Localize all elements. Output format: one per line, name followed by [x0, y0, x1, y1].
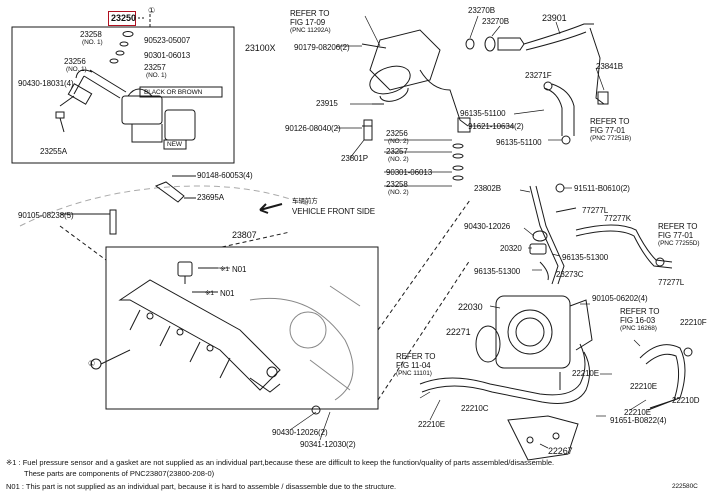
circle-note-mark: ①: [148, 6, 156, 15]
part-22210E-1-label[interactable]: 22210E: [572, 369, 599, 378]
part-90430-18031-label[interactable]: 90430-18031(4): [18, 79, 74, 88]
refer-3-line3: (PNC 77255D): [658, 240, 700, 247]
part-23841B-label[interactable]: 23841B: [596, 62, 623, 71]
part-22210E-2-label[interactable]: 22210E: [630, 382, 657, 391]
part-23258-label[interactable]: 23258: [80, 30, 102, 39]
refer-3-line1: REFER TO: [658, 222, 698, 231]
part-23802B-label[interactable]: 23802B: [474, 184, 501, 193]
part-90301-label[interactable]: 90301-06013: [144, 51, 191, 60]
stamp-text: NEW: [167, 141, 182, 148]
part-23257-2-sub: (NO. 2): [388, 156, 409, 163]
part-23901-label[interactable]: 23901: [542, 13, 567, 23]
part-23257-sub: (NO. 1): [146, 72, 167, 79]
footnote-2: These parts are components of PNC23807(2…: [24, 469, 215, 478]
n01-b-mark: ※1: [205, 290, 214, 297]
part-22210D-label[interactable]: 22210D: [672, 396, 700, 405]
n01-a-label[interactable]: N01: [232, 265, 247, 274]
part-23915-label[interactable]: 23915: [316, 99, 338, 108]
part-23258-2-label[interactable]: 23258: [386, 180, 408, 189]
part-20320-label[interactable]: 20320: [500, 244, 522, 253]
part-90179-label[interactable]: 90179-08206(2): [294, 43, 350, 52]
part-77277L-1-label[interactable]: 77277L: [582, 206, 609, 215]
figure-code: 222580C: [672, 483, 698, 490]
part-23256-sub: (NO. 1): [66, 66, 87, 73]
n01-a-mark: ※1: [220, 266, 229, 273]
part-22030-label[interactable]: 22030: [458, 302, 483, 312]
part-23257-2-label[interactable]: 23257: [386, 147, 408, 156]
part-23270B-2-label[interactable]: 23270B: [482, 17, 509, 26]
part-96135-a-label[interactable]: 96135-51100: [460, 109, 506, 118]
part-23255A-label[interactable]: 23255A: [40, 147, 67, 156]
part-91511-label[interactable]: 91511-B0610(2): [574, 184, 630, 193]
part-90105-b-label[interactable]: 90105-06202(4): [592, 294, 648, 303]
part-22210E-4-label[interactable]: 22210E: [624, 408, 651, 417]
part-23250-label[interactable]: 23250: [111, 13, 137, 23]
part-22210C-label[interactable]: 22210C: [461, 404, 489, 413]
part-22267-label[interactable]: 22267: [548, 446, 573, 456]
part-90105-a-label[interactable]: 90105-08238(5): [18, 211, 74, 220]
part-22210E-3-label[interactable]: 22210E: [418, 420, 445, 429]
throttle-gasket: [476, 326, 500, 362]
part-90301-2-label[interactable]: 90301-06013: [386, 168, 433, 177]
refer-5-line2[interactable]: FIG 11-04: [396, 361, 431, 370]
part-77277K-label[interactable]: 77277K: [604, 214, 631, 223]
part-23256-label[interactable]: 23256: [64, 57, 86, 66]
throttle-body: [496, 296, 570, 368]
part-90341-label[interactable]: 90341-12030(2): [300, 440, 356, 449]
part-90148-label[interactable]: 90148-60053(4): [197, 171, 253, 180]
black-or-brown-tag: [140, 87, 222, 97]
part-23100X-label[interactable]: 23100X: [245, 43, 276, 53]
tag-text: BLACK OR BROWN: [144, 89, 203, 96]
refer-4-line2[interactable]: FIG 16-03: [620, 316, 656, 325]
part-23256-2-label[interactable]: 23256: [386, 129, 408, 138]
part-23695A-label[interactable]: 23695A: [197, 193, 224, 202]
part-23270B-1-label[interactable]: 23270B: [468, 6, 495, 15]
part-23801P-label[interactable]: 23801P: [341, 154, 368, 163]
injector-detail-box: [12, 27, 234, 163]
footnote-3: N01 : This part is not supplied as an in…: [6, 482, 397, 491]
part-96135-c-label[interactable]: 96135-51300: [562, 253, 609, 262]
part-23807-label[interactable]: 23807: [232, 230, 257, 240]
part-90430-b-label[interactable]: 90430-12026(2): [272, 428, 328, 437]
part-23273C-label[interactable]: 23273C: [556, 270, 584, 279]
refer-1-line1: REFER TO: [290, 9, 330, 18]
fuel-pump: [370, 30, 440, 90]
part-90430-c-label[interactable]: 90430-12026: [464, 222, 511, 231]
n01-b-label[interactable]: N01: [220, 289, 235, 298]
part-77277L-2-label[interactable]: 77277L: [658, 278, 685, 287]
new-stamp-box: [164, 140, 186, 149]
part-23256-2-sub: (NO. 2): [388, 138, 409, 145]
part-90523-label[interactable]: 90523-05007: [144, 36, 191, 45]
refer-2-line2[interactable]: FIG 77-01: [590, 126, 626, 135]
part-96135-d-label[interactable]: 96135-51300: [474, 267, 521, 276]
highlight-box: [108, 11, 136, 26]
footnote-1: ※1 : Fuel pressure sensor and a gasket a…: [6, 458, 555, 467]
part-23257-label[interactable]: 23257: [144, 63, 166, 72]
refer-1-line3: (PNC 11292A): [290, 27, 331, 34]
refer-4-line3: (PNC 16268): [620, 325, 657, 332]
refer-2-line3: (PNC 77251B): [590, 135, 632, 142]
front-label-en: VEHICLE FRONT SIDE: [292, 207, 375, 216]
refer-4-line1: REFER TO: [620, 307, 660, 316]
part-22271-label[interactable]: 22271: [446, 327, 471, 337]
refer-3-line2[interactable]: FIG 77-01: [658, 231, 694, 240]
front-label-cn: 车辆前方: [292, 198, 318, 205]
refer-5-line3: (PNC 11101): [396, 370, 432, 377]
part-91651-label[interactable]: 91651-B0822(4): [610, 416, 667, 425]
refer-5-line1: REFER TO: [396, 352, 436, 361]
part-22210F-label[interactable]: 22210F: [680, 318, 707, 327]
part-23271F-label[interactable]: 23271F: [525, 71, 552, 80]
fuel-rail: [120, 280, 280, 390]
refer-1-line2[interactable]: FIG 17-09: [290, 18, 326, 27]
part-23258-2-sub: (NO. 2): [388, 189, 409, 196]
fuel-rail-circle-mark: ①: [88, 359, 96, 368]
part-23258-sub: (NO. 1): [82, 39, 103, 46]
part-90126-label[interactable]: 90126-08040(2): [285, 124, 341, 133]
refer-2-line1: REFER TO: [590, 117, 630, 126]
fuel-rail-detail-box: [106, 247, 378, 409]
part-91621-label[interactable]: 91621-10634(2): [468, 122, 524, 131]
part-96135-b-label[interactable]: 96135-51100: [496, 138, 542, 147]
